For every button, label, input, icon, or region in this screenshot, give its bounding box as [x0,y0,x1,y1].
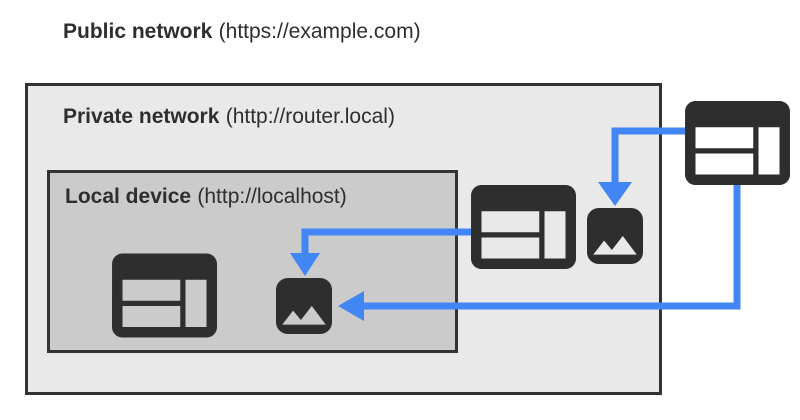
public-browser-window-icon [685,101,790,185]
public-network-label: Public network(https://example.com) [63,19,421,44]
public-network-name: Public network [63,20,213,43]
private-network-name: Private network [63,105,220,128]
local-device-box: Local device(http://localhost) [47,170,458,353]
private-browser-window-icon [471,185,576,269]
local-device-name: Local device [65,185,192,208]
local-device-url: (http://localhost) [197,185,347,208]
private-image-icon [587,208,643,264]
local-browser-window-icon [112,253,217,338]
local-device-label: Local device(http://localhost) [65,184,347,209]
local-image-icon [276,278,332,334]
private-network-url: (http://router.local) [225,105,395,128]
public-network-url: (https://example.com) [218,20,421,43]
private-network-label: Private network(http://router.local) [63,104,395,129]
